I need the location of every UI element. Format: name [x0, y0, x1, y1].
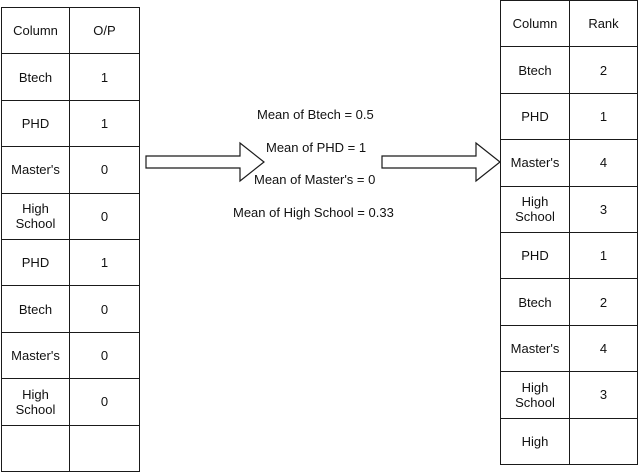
op-cell: 1	[69, 238, 140, 287]
column-cell: PHD	[500, 231, 570, 280]
op-cell: 0	[69, 192, 140, 240]
table-row	[1, 424, 140, 472]
right-arrow-icon	[145, 141, 265, 183]
rank-cell: 4	[569, 139, 638, 187]
column-cell: High School	[1, 192, 70, 240]
right-arrow-icon	[381, 141, 501, 183]
column-header: Column	[1, 6, 70, 55]
op-cell: 0	[69, 378, 140, 426]
column-cell: Master's	[500, 324, 570, 373]
op-header: O/P	[69, 6, 140, 55]
rank-cell: 2	[569, 278, 638, 326]
column-header: Column	[500, 0, 570, 48]
table-header-row: Column O/P	[1, 6, 140, 55]
table-row: High	[500, 417, 638, 465]
column-cell: Btech	[1, 285, 70, 333]
rank-header: Rank	[569, 0, 638, 48]
table-header-row: Column Rank	[500, 0, 638, 48]
column-cell: High	[500, 417, 570, 465]
column-cell: PHD	[1, 99, 70, 148]
rank-cell: 1	[569, 92, 638, 141]
op-cell: 0	[69, 285, 140, 333]
mean-line: Mean of High School = 0.33	[233, 205, 394, 220]
column-cell: Master's	[500, 139, 570, 187]
op-cell: 0	[69, 331, 140, 380]
mean-line: Mean of Master's = 0	[254, 172, 376, 187]
column-cell: High School	[500, 371, 570, 419]
column-cell: High School	[500, 185, 570, 233]
rank-cell: 4	[569, 324, 638, 373]
column-cell: PHD	[500, 92, 570, 141]
column-cell: PHD	[1, 238, 70, 287]
column-cell	[1, 424, 70, 472]
mean-line: Mean of Btech = 0.5	[257, 107, 374, 122]
op-cell: 0	[69, 146, 140, 194]
column-cell: Btech	[500, 46, 570, 94]
op-cell	[69, 424, 140, 472]
rank-cell: 3	[569, 185, 638, 233]
column-cell: Master's	[1, 146, 70, 194]
rank-cell: 1	[569, 231, 638, 280]
op-cell: 1	[69, 99, 140, 148]
column-cell: Master's	[1, 331, 70, 380]
rank-cell: 2	[569, 46, 638, 94]
mean-line: Mean of PHD = 1	[266, 140, 367, 155]
column-cell: Btech	[500, 278, 570, 326]
column-cell: Btech	[1, 53, 70, 101]
op-cell: 1	[69, 53, 140, 101]
rank-cell	[569, 417, 638, 465]
column-cell: High School	[1, 378, 70, 426]
rank-cell: 3	[569, 371, 638, 419]
